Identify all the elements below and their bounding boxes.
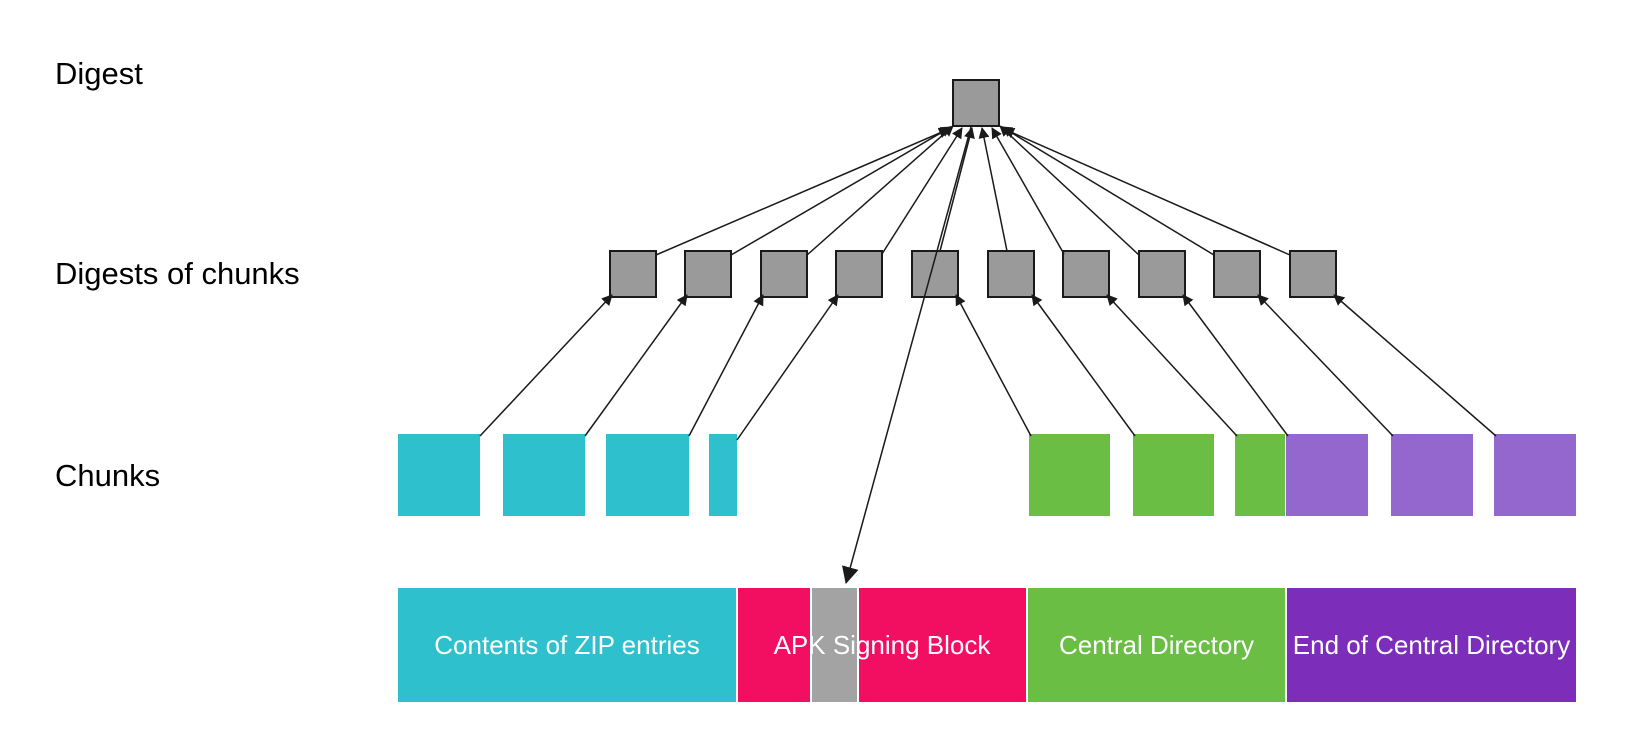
top-digest-square [952, 79, 1000, 127]
chunk-digest-square-7 [1138, 250, 1186, 298]
chunk-rect-3 [709, 434, 737, 516]
arrow-digest-to-top-6 [991, 127, 1065, 255]
chunk-digest-square-2 [760, 250, 808, 298]
arrow-digest-to-top-0 [655, 127, 950, 256]
arrow-chunk-to-digest-0 [479, 294, 613, 437]
chunk-rect-8 [1391, 434, 1473, 516]
row-label-digests-of-chunks: Digests of chunks [55, 256, 300, 291]
chunk-digest-square-3 [835, 250, 883, 298]
row-label-digest: Digest [55, 56, 143, 91]
chunk-rect-9 [1494, 434, 1576, 516]
arrow-digest-to-top-4 [939, 127, 975, 252]
arrow-digest-to-top-5 [978, 127, 1008, 252]
arrow-digest-to-top-7 [999, 125, 1140, 256]
chunk-digest-square-0 [609, 250, 657, 298]
bar-segment-label-apk-signing-block: APK Signing Block [773, 630, 991, 660]
arrow-chunk-to-digest-8 [1257, 294, 1394, 437]
arrow-chunk-to-digest-5 [1031, 294, 1136, 437]
bar-segment-label-central-directory: Central Directory [1058, 630, 1255, 660]
chunk-rect-2 [606, 434, 689, 516]
bar-segment-central-directory [1028, 588, 1285, 702]
arrow-digest-to-top-8 [1001, 126, 1215, 256]
arrow-digest-to-top-2 [806, 125, 954, 256]
bar-segment-apk-signing-block [738, 588, 1026, 702]
stripe-separator-right [857, 588, 859, 702]
chunk-rect-6 [1235, 434, 1285, 516]
chunk-digest-square-1 [684, 250, 732, 298]
arrow-chunk-to-digest-7 [1182, 294, 1289, 437]
bar-segment-end-of-central-directory [1287, 588, 1576, 702]
arrow-digest-to-top-3 [881, 127, 963, 255]
arrow-chunk-to-digest-3 [736, 294, 839, 441]
chunk-rect-5 [1133, 434, 1214, 516]
chunk-digest-square-6 [1062, 250, 1110, 298]
bar-digest-stripe [812, 588, 857, 702]
stripe-separator-left [810, 588, 812, 702]
bar-segment-zip-contents [398, 588, 736, 702]
arrow-digest-to-top-9 [1003, 127, 1291, 256]
arrow-chunk-to-digest-9 [1333, 294, 1497, 437]
arrow-chunk-to-digest-4 [955, 294, 1032, 437]
chunk-digest-square-8 [1213, 250, 1261, 298]
row-label-chunks: Chunks [55, 458, 161, 493]
arrow-chunk-to-digest-1 [584, 294, 688, 437]
chunk-rect-7 [1286, 434, 1368, 516]
chunk-digest-square-9 [1289, 250, 1337, 298]
arrow-top-digest-to-signing-block [842, 126, 972, 584]
chunk-rect-1 [503, 434, 585, 516]
arrow-digest-to-top-1 [730, 126, 952, 256]
arrow-chunk-to-digest-2 [688, 294, 764, 437]
bar-segment-label-zip-contents: Contents of ZIP entries [434, 630, 700, 660]
bar-segment-label-end-of-central-directory: End of Central Directory [1292, 630, 1571, 660]
chunk-digest-square-5 [987, 250, 1035, 298]
arrow-chunk-to-digest-6 [1106, 294, 1238, 437]
chunk-rect-0 [398, 434, 480, 516]
chunk-rect-4 [1029, 434, 1110, 516]
